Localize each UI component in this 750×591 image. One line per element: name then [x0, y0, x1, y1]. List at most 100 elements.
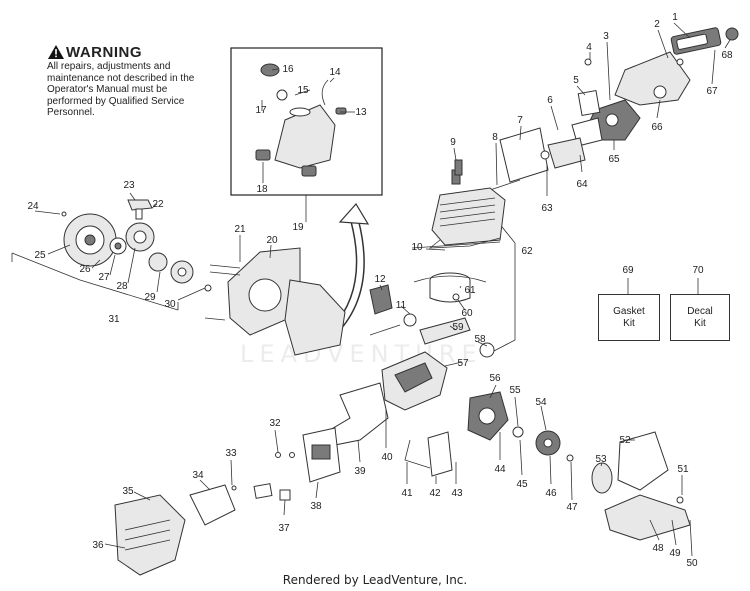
small-parts	[231, 452, 295, 501]
air-filter-cover	[614, 27, 739, 106]
callout-42[interactable]: 42	[429, 488, 441, 499]
callout-37[interactable]: 37	[278, 523, 290, 534]
cylinder	[428, 169, 506, 249]
callout-61[interactable]: 61	[464, 285, 476, 296]
callout-5[interactable]: 5	[573, 75, 579, 86]
callout-59[interactable]: 59	[452, 322, 464, 333]
callout-1[interactable]: 1	[672, 12, 678, 23]
piston	[413, 272, 487, 303]
callout-24[interactable]: 24	[27, 201, 39, 212]
callout-6[interactable]: 6	[547, 95, 553, 106]
callout-33[interactable]: 33	[225, 448, 237, 459]
callout-15[interactable]: 15	[297, 85, 309, 96]
callout-26[interactable]: 26	[79, 264, 91, 275]
callout-58[interactable]: 58	[474, 334, 486, 345]
crankcase	[381, 351, 448, 411]
callout-22[interactable]: 22	[152, 199, 164, 210]
callout-60[interactable]: 60	[461, 308, 473, 319]
callout-4[interactable]: 4	[586, 42, 592, 53]
callout-8[interactable]: 8	[492, 132, 498, 143]
fuel-tank	[255, 63, 347, 177]
callout-13[interactable]: 13	[355, 107, 367, 118]
callout-23[interactable]: 23	[123, 180, 135, 191]
callout-48[interactable]: 48	[652, 543, 664, 554]
callout-67[interactable]: 67	[706, 86, 718, 97]
spark-plug	[454, 159, 463, 176]
callout-65[interactable]: 65	[608, 154, 620, 165]
warning-text: All repairs, adjustments and maintenance…	[47, 61, 195, 118]
callout-18[interactable]: 18	[256, 184, 268, 195]
callout-2[interactable]: 2	[654, 19, 660, 30]
callout-14[interactable]: 14	[329, 67, 341, 78]
decal-kit-box[interactable]: Decal Kit	[670, 294, 730, 341]
callout-64[interactable]: 64	[576, 179, 588, 190]
crankshaft	[369, 313, 495, 358]
callout-25[interactable]: 25	[34, 250, 46, 261]
gasket-10	[411, 241, 501, 249]
callout-21[interactable]: 21	[234, 224, 246, 235]
callout-12[interactable]: 12	[374, 274, 386, 285]
callout-29[interactable]: 29	[144, 292, 156, 303]
callout-36[interactable]: 36	[92, 540, 104, 551]
carburetor	[489, 58, 641, 191]
callout-45[interactable]: 45	[516, 479, 528, 490]
intake-12	[369, 284, 393, 315]
callout-16[interactable]: 16	[282, 64, 294, 75]
decal-kit-label: Decal Kit	[687, 305, 713, 329]
callout-51[interactable]: 51	[677, 464, 689, 475]
callout-56[interactable]: 56	[489, 373, 501, 384]
callout-3[interactable]: 3	[603, 31, 609, 42]
callout-47[interactable]: 47	[566, 502, 578, 513]
callout-70[interactable]: 70	[692, 265, 704, 276]
engine-housing	[204, 247, 346, 356]
callout-55[interactable]: 55	[509, 385, 521, 396]
callout-27[interactable]: 27	[98, 272, 110, 283]
callout-69[interactable]: 69	[622, 265, 634, 276]
callout-17[interactable]: 17	[255, 105, 267, 116]
callout-19[interactable]: 19	[292, 222, 304, 233]
callout-49[interactable]: 49	[669, 548, 681, 559]
clutch-54	[512, 426, 574, 462]
flywheel-56	[467, 391, 509, 441]
muffler-38	[302, 427, 341, 483]
callout-39[interactable]: 39	[354, 466, 366, 477]
warning-title: WARNING	[66, 44, 142, 61]
inset-box	[230, 47, 383, 196]
starter-housing	[61, 199, 212, 292]
callout-44[interactable]: 44	[494, 464, 506, 475]
ignition-module	[404, 431, 453, 477]
callout-10[interactable]: 10	[411, 242, 423, 253]
callout-68[interactable]: 68	[721, 50, 733, 61]
callout-53[interactable]: 53	[595, 454, 607, 465]
callout-40[interactable]: 40	[381, 452, 393, 463]
callout-57[interactable]: 57	[457, 358, 469, 369]
callout-9[interactable]: 9	[450, 137, 456, 148]
callout-50[interactable]: 50	[686, 558, 698, 569]
callout-46[interactable]: 46	[545, 488, 557, 499]
gasket-kit-label: Gasket Kit	[613, 305, 645, 329]
callout-43[interactable]: 43	[451, 488, 463, 499]
callout-63[interactable]: 63	[541, 203, 553, 214]
callout-52[interactable]: 52	[619, 435, 631, 446]
warning-triangle-icon	[48, 45, 64, 59]
callout-20[interactable]: 20	[266, 235, 278, 246]
callout-30[interactable]: 30	[164, 299, 176, 310]
callout-31[interactable]: 31	[108, 314, 120, 325]
callout-62[interactable]: 62	[521, 246, 533, 257]
callout-28[interactable]: 28	[116, 281, 128, 292]
callout-38[interactable]: 38	[310, 501, 322, 512]
fan-cover-35	[114, 484, 236, 576]
callout-11[interactable]: 11	[396, 300, 407, 311]
callout-7[interactable]: 7	[517, 115, 523, 126]
gasket-kit-box[interactable]: Gasket Kit	[598, 294, 660, 341]
callout-34[interactable]: 34	[192, 470, 204, 481]
leader-lines	[34, 22, 731, 557]
callout-35[interactable]: 35	[122, 486, 134, 497]
callout-54[interactable]: 54	[535, 397, 547, 408]
callout-32[interactable]: 32	[269, 418, 281, 429]
callout-66[interactable]: 66	[651, 122, 663, 133]
callout-41[interactable]: 41	[401, 488, 413, 499]
footer-credit: Rendered by LeadVenture, Inc.	[282, 573, 468, 587]
